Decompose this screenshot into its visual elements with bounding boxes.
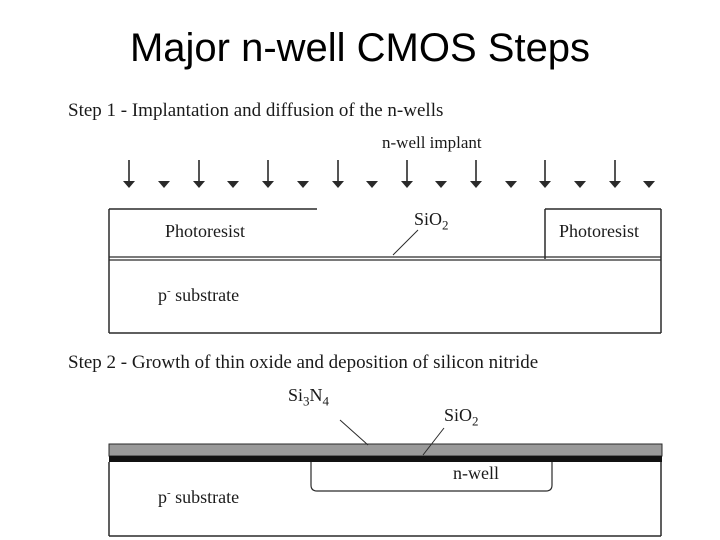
photoresist-left-label: Photoresist <box>165 221 246 241</box>
photoresist-right-label: Photoresist <box>559 221 640 241</box>
substrate-label-step1: p- substrate <box>158 285 240 305</box>
substrate-label-step2: p- substrate <box>158 487 240 507</box>
nwell-label: n-well <box>453 463 499 483</box>
nwell-outline <box>310 462 553 492</box>
down-arrow-icon <box>297 181 309 188</box>
implant-label: n-well implant <box>382 133 482 152</box>
sio2-label-step1: SiO2 <box>414 209 449 233</box>
down-arrow-icon <box>193 160 205 188</box>
down-arrow-icon <box>574 181 586 188</box>
down-arrow-icon <box>401 160 413 188</box>
sio2-layer <box>109 456 662 462</box>
si3n4-layer <box>108 443 663 457</box>
down-arrow-icon <box>470 160 482 188</box>
step1-label: Step 1 - Implantation and diffusion of t… <box>68 100 444 121</box>
si3n4-label: Si3N4 <box>288 385 330 409</box>
down-arrow-icon <box>332 160 344 188</box>
down-arrow-icon <box>539 160 551 188</box>
slide-title: Major n-well CMOS Steps <box>129 26 591 70</box>
step2-cross-section <box>108 419 663 537</box>
down-arrow-icon <box>123 160 135 188</box>
down-arrow-icon <box>366 181 378 188</box>
step2-label: Step 2 - Growth of thin oxide and deposi… <box>68 352 539 373</box>
down-arrow-icon <box>643 181 655 188</box>
down-arrow-icon <box>435 181 447 188</box>
down-arrow-icon <box>227 181 239 188</box>
down-arrow-icon <box>158 181 170 188</box>
step1-cross-section <box>108 208 662 334</box>
down-arrow-icon <box>609 160 621 188</box>
down-arrow-icon <box>262 160 274 188</box>
sio2-label-step2: SiO2 <box>444 405 479 429</box>
down-arrow-icon <box>505 181 517 188</box>
implant-arrows <box>123 160 655 188</box>
